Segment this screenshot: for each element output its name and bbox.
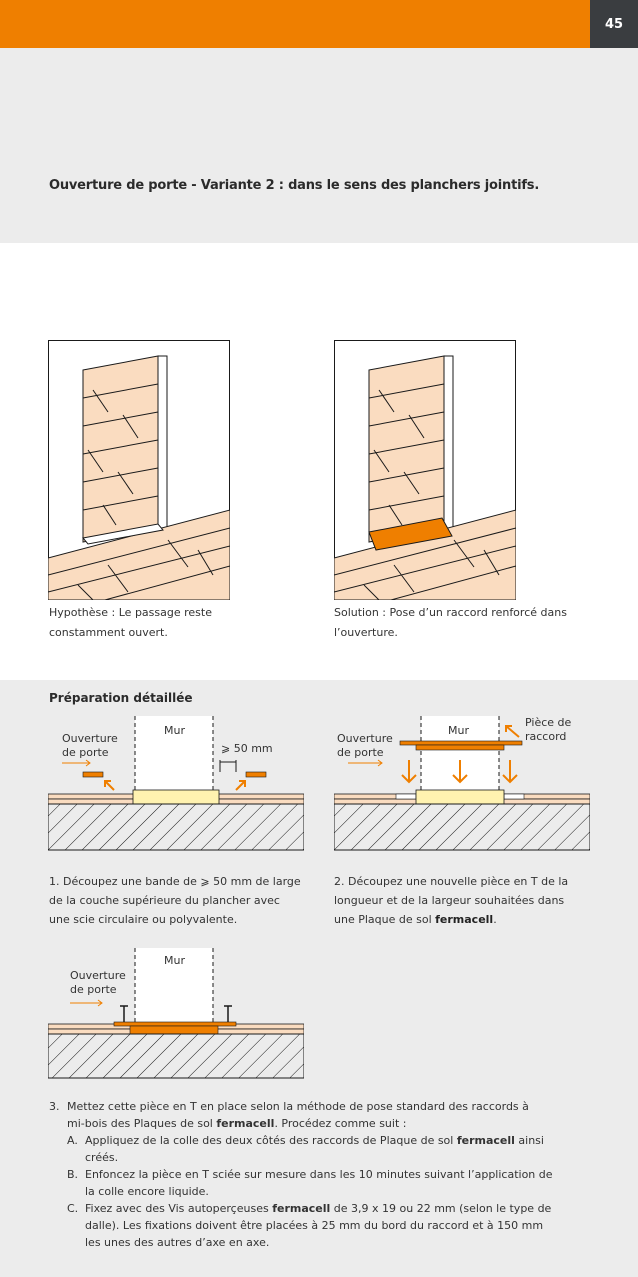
hypothesis-caption: Hypothèse : Le passage reste constamment… [49, 606, 212, 639]
diagram-step-3 [48, 948, 304, 1079]
dimension-label: ⩾ 50 mm [221, 742, 273, 755]
list-item: B. Enfoncez la pièce en T sciée sur mesu… [67, 1168, 553, 1198]
wall-label-2: Mur [448, 724, 469, 737]
piece-label: Pièce de raccord [525, 716, 572, 743]
diagram-step-2 [334, 716, 590, 851]
preparation-band [0, 680, 638, 1277]
list-item: C. Fixez avec des Vis autoperçeuses ferm… [67, 1202, 552, 1249]
wall-label-3: Mur [164, 954, 185, 967]
page-number: 45 [590, 0, 638, 48]
door-label-1: Ouverture de porte [62, 732, 118, 759]
title-band [0, 48, 638, 243]
figure-hypothesis [48, 340, 230, 600]
diagram-step-1 [48, 716, 304, 851]
door-label-2: Ouverture de porte [337, 732, 393, 759]
list-item: A. Appliquez de la colle des deux côtés … [67, 1134, 544, 1164]
list-item: 3. Mettez cette pièce en T en place selo… [49, 1100, 529, 1130]
section-title: Ouverture de porte - Variante 2 : dans l… [49, 178, 540, 193]
solution-caption: Solution : Pose d’un raccord renforcé da… [334, 606, 567, 639]
step-2-text: 2. Découpez une nouvelle pièce en T de l… [334, 875, 569, 926]
door-label-3: Ouverture de porte [70, 969, 126, 996]
figure-solution [334, 340, 516, 600]
header-bar [0, 0, 590, 48]
wall-label-1: Mur [164, 724, 185, 737]
preparation-title: Préparation détaillée [49, 691, 193, 705]
step-1-text: 1. Découpez une bande de ⩾ 50 mm de larg… [49, 875, 301, 926]
step-3-list: 3. Mettez cette pièce en T en place selo… [49, 1098, 599, 1251]
